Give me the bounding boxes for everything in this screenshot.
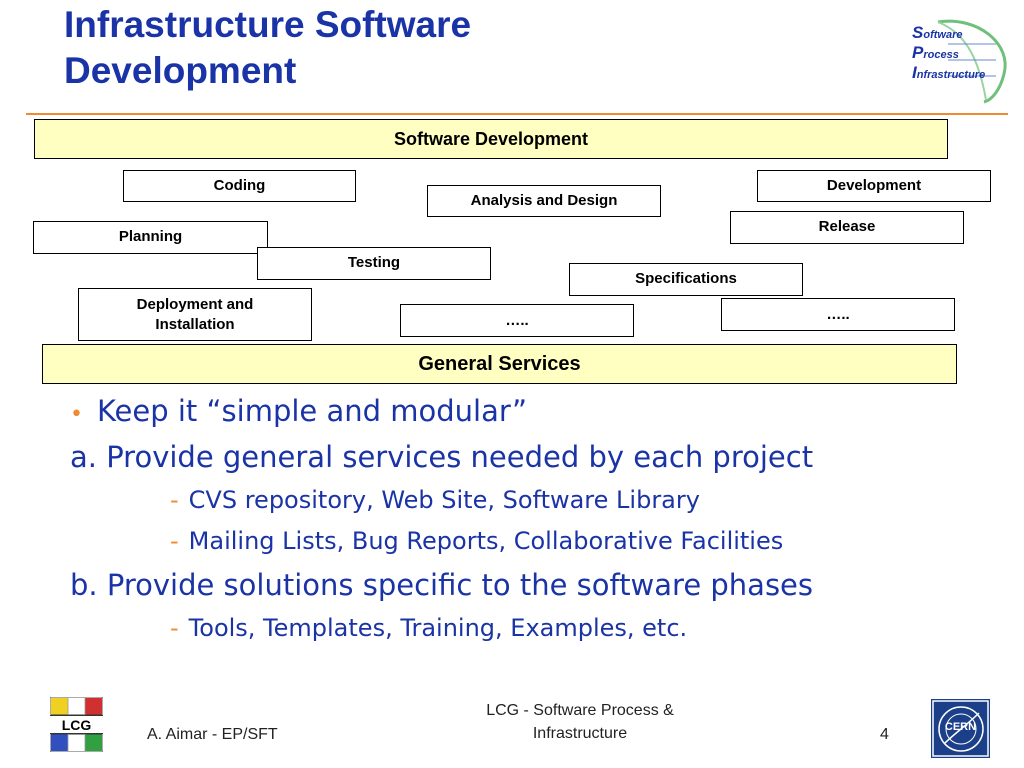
footer-center-line-1: LCG - Software Process &	[486, 702, 674, 719]
cern-logo: CERN	[931, 699, 990, 758]
point-a-item-1-text: CVS repository, Web Site, Software Libra…	[188, 486, 700, 514]
box-specifications: Specifications	[569, 263, 803, 296]
box-analysis-design: Analysis and Design	[427, 185, 661, 217]
title-line-2: Development	[64, 50, 297, 91]
spi-logo-oftware: oftware	[923, 29, 963, 41]
bullet-list: • Keep it “simple and modular” a. Provide…	[70, 388, 1010, 649]
point-b-item-1: -Tools, Templates, Training, Examples, e…	[70, 608, 1010, 649]
box-coding: Coding	[123, 170, 356, 202]
general-services-band: General Services	[42, 344, 957, 384]
spi-logo: Software Process Infrastructure	[908, 14, 1012, 104]
lcg-logo: LCG	[50, 697, 103, 752]
cern-logo-text: CERN	[944, 721, 977, 733]
dash-icon: -	[170, 614, 179, 642]
spi-logo-rocess: rocess	[923, 49, 959, 61]
box-more-1: …..	[400, 304, 634, 337]
box-more-2: …..	[721, 298, 955, 331]
software-development-band: Software Development	[34, 119, 948, 159]
deployment-line-2: Installation	[155, 315, 235, 333]
spi-logo-i: I	[912, 63, 917, 82]
title-line-1: Infrastructure Software	[64, 4, 472, 45]
point-a-item-1: -CVS repository, Web Site, Software Libr…	[70, 480, 1010, 521]
spi-logo-s: S	[912, 23, 924, 42]
point-a-item-2: -Mailing Lists, Bug Reports, Collaborati…	[70, 521, 1010, 562]
footer-center-line-2: Infrastructure	[532, 725, 628, 742]
box-deployment-installation: Deployment and Installation	[78, 288, 312, 341]
deployment-line-1: Deployment and	[136, 295, 254, 313]
footer-center: LCG - Software Process & Infrastructure	[420, 699, 740, 745]
bullet-dot-icon: •	[70, 402, 83, 427]
box-development: Development	[757, 170, 991, 202]
box-planning: Planning	[33, 221, 268, 254]
lcg-logo-text: LCG	[50, 715, 103, 734]
footer-author: A. Aimar - EP/SFT	[147, 726, 278, 743]
point-b-item-1-text: Tools, Templates, Training, Examples, et…	[188, 614, 688, 642]
dash-icon: -	[170, 486, 179, 514]
spi-logo-nfrastructure: nfrastructure	[916, 69, 986, 81]
point-b: b. Provide solutions specific to the sof…	[70, 568, 814, 602]
title-divider	[26, 113, 1008, 115]
point-a: a. Provide general services needed by ea…	[70, 440, 814, 474]
slide-title: Infrastructure Software Development	[64, 2, 664, 94]
point-a-item-2-text: Mailing Lists, Bug Reports, Collaborativ…	[188, 527, 784, 555]
box-testing: Testing	[257, 247, 491, 280]
spi-logo-p: P	[912, 43, 924, 62]
cern-logo-ring-icon	[932, 700, 989, 757]
box-release: Release	[730, 211, 964, 244]
spi-logo-arc-icon	[937, 19, 1007, 104]
page-number: 4	[880, 726, 889, 743]
bullet-main: • Keep it “simple and modular”	[70, 388, 1010, 434]
dash-icon: -	[170, 527, 179, 555]
bullet-main-text: Keep it “simple and modular”	[96, 394, 528, 428]
